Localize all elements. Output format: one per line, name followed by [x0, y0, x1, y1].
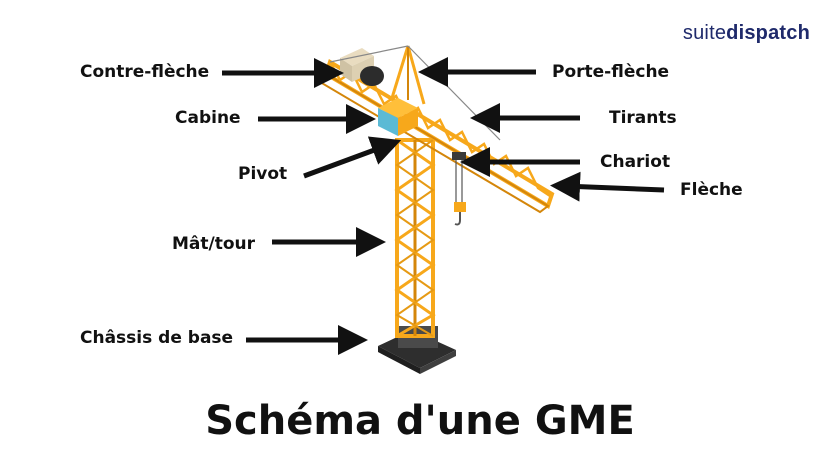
label-mat-tour: Mât/tour: [172, 234, 256, 254]
label-pivot: Pivot: [238, 164, 288, 184]
jib: [318, 59, 555, 214]
label-chariot: Chariot: [600, 152, 671, 172]
label-contre-fleche: Contre-flèche: [80, 62, 210, 82]
base-chassis: [378, 326, 456, 374]
arrow-pivot: [303, 136, 402, 179]
mast-tower: [394, 138, 436, 338]
arrows: [222, 57, 665, 355]
label-porte-fleche: Porte-flèche: [552, 62, 670, 82]
jib-lattice: [328, 61, 551, 198]
cabin: [378, 98, 418, 136]
label-cabine: Cabine: [175, 108, 241, 128]
label-tirants: Tirants: [609, 108, 677, 128]
trolley-hook: [452, 152, 466, 226]
arrow-fleche: [550, 171, 665, 202]
label-fleche: Flèche: [680, 180, 743, 200]
label-chassis: Châssis de base: [80, 328, 234, 348]
brand-logo: suitedispatch: [683, 22, 810, 45]
brand-name: dispatch: [726, 22, 810, 44]
brand-prefix: suite: [682, 22, 727, 44]
diagram-title: Schéma d'une GME: [205, 398, 635, 444]
